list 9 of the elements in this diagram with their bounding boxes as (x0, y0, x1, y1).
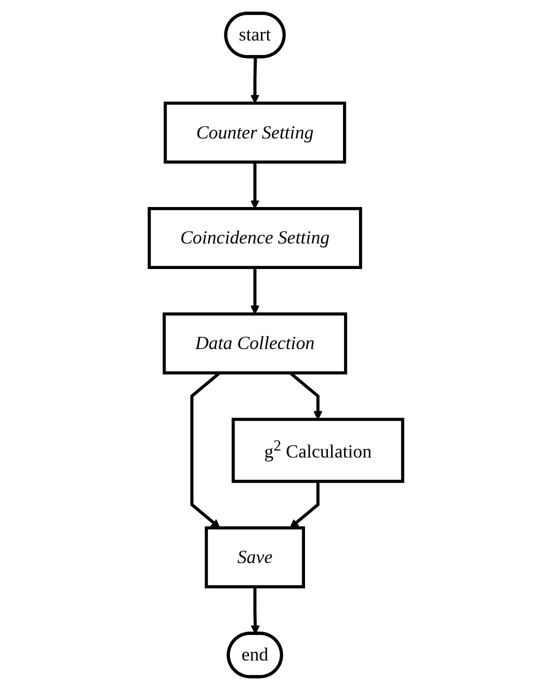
arrow (250, 162, 260, 209)
node-box: Coincidence Setting (148, 206, 362, 269)
node-box: Save (204, 526, 306, 588)
arrow (290, 480, 320, 528)
node-box: Data Collection (162, 312, 348, 374)
node-box: Counter Setting (164, 101, 346, 164)
arrow (250, 56, 260, 104)
node-box: g$^{2}$ Calculation (232, 417, 404, 482)
arrow (250, 267, 260, 314)
